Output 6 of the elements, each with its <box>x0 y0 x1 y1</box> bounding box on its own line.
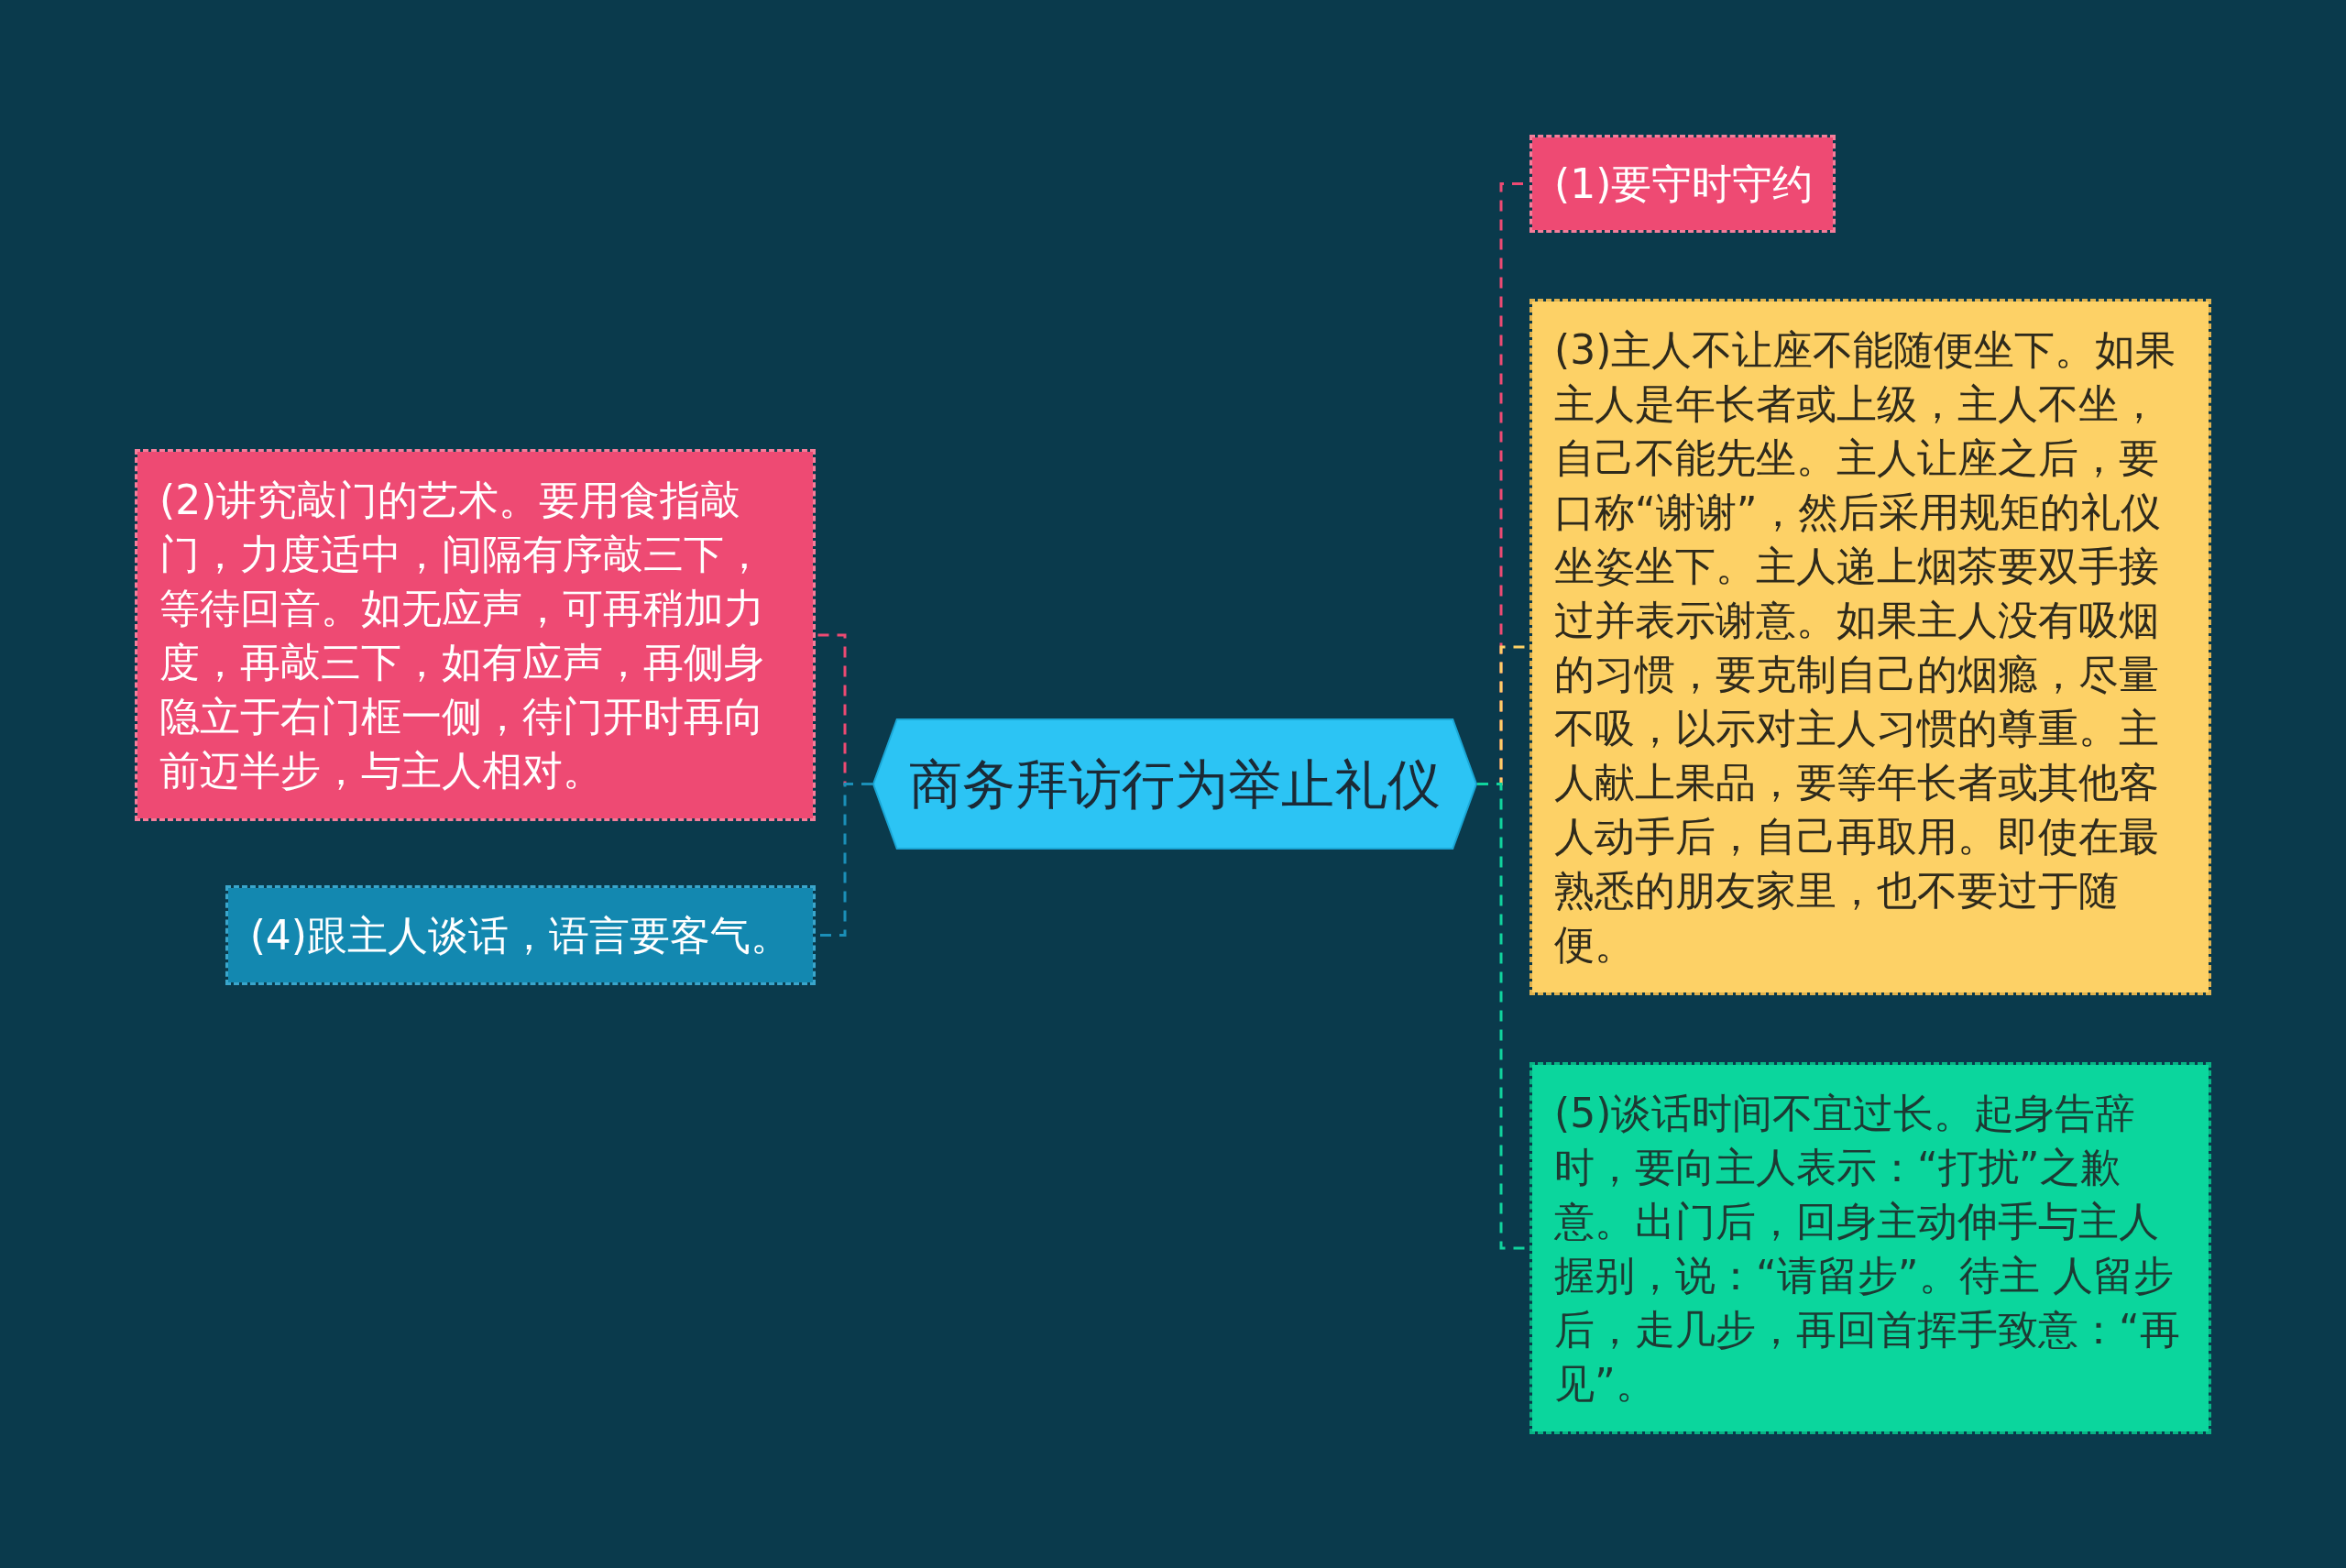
note-box: (3)主人不让座不能随便坐下。如果主人是年长者或上级，主人不坐，自己不能先坐。主人让座之后，要口称“谢谢”，然后采用规矩的礼仪坐姿坐下。主人递上烟茶要双手接过并表示谢意。如果主人没有吸烟的习惯，要克制自己的烟瘾，尽量不吸，以示对主人习惯的尊重。主人献上果品，要等年长者或其他客人动手后，自己再取用。即使在最熟悉的朋友家里，也不要过于随便。 <box>1529 299 2211 995</box>
note-box: (1)要守时守约 <box>1529 135 1836 233</box>
note-box: (2)讲究敲门的艺术。要用食指敲门，力度适中，间隔有序敲三下，等待回音。如无应声，可再稍加力度，再敲三下，如有应声，再侧身隐立于右门框一侧，待门开时再向前迈半步，与主人相对。 <box>135 449 816 821</box>
topic-title: 商务拜访行为举止礼仪 <box>909 751 1441 817</box>
note-box: (4)跟主人谈话，语言要客气。 <box>225 885 816 985</box>
note-box: (5)谈话时间不宜过长。起身告辞时，要向主人表示：“打扰”之歉意。出门后，回身主动伸手与主人握别，说：“请留步”。待主 人留步后，走几步，再回首挥手致意：“再见”。 <box>1529 1062 2211 1434</box>
